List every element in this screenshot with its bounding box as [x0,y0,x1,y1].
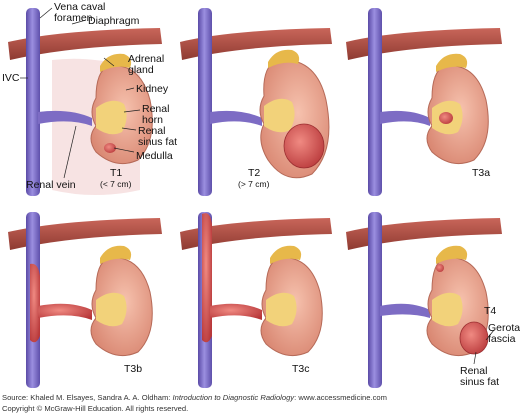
diaphragm [8,218,162,250]
label-kidney: Kidney [136,83,169,95]
renal-vein-thrombus [210,303,262,320]
stage-t1-sub: (< 7 cm) [100,179,132,189]
diaphragm [8,28,162,60]
adrenal-gland [100,53,132,72]
panel-t4: T4 Gerota fascia Renal sinus fat [346,212,520,388]
adrenal-gland [100,245,132,264]
label-renal-horn-2: horn [142,114,163,126]
renal-sinus-fat [96,100,127,135]
panel-t3b: T3b [8,212,162,388]
credit-suffix: : www.accessmedicine.com [294,393,387,402]
label-sinus-fat-b2: sinus fat [460,376,499,388]
ivc [368,8,382,196]
credit-prefix: Source: Khaled M. Elsayes, Sandra A. A. … [2,393,173,402]
source-credit: Source: Khaled M. Elsayes, Sandra A. A. … [2,392,518,414]
adrenal-gland [436,53,468,72]
adrenal-gland [268,49,300,68]
panel-t1: Vena caval foramen Diaphragm IVC Adrenal… [2,1,177,196]
stage-t4: T4 [484,305,496,317]
tumor-thrombus [202,213,212,343]
label-sinus-fat-1: Renal [138,125,165,137]
panel-t3a: T3a [346,8,502,196]
ivc [26,8,40,196]
tumor [459,321,489,355]
label-gerota-2: fascia [488,333,516,345]
renal-sinus-fat [266,292,297,327]
adrenal-gland [270,245,302,264]
label-gerota-1: Gerota [488,322,520,334]
tumor [104,143,116,153]
renal-sinus-fat [432,292,463,327]
label-renal-vein: Renal vein [26,179,76,191]
stage-t1: T1 [110,167,122,179]
credit-title: Introduction to Diagnostic Radiology [172,393,295,402]
renal-sinus-fat [264,98,295,133]
label-sinus-fat-b1: Renal [460,365,487,377]
tumor [283,123,325,169]
credit-copyright: Copyright © McGraw-Hill Education. All r… [2,404,189,413]
ivc [368,212,382,388]
stage-t3a: T3a [472,167,490,179]
renal-vein [210,110,262,126]
diaphragm [180,28,332,60]
ivc [198,8,212,196]
label-medulla: Medulla [136,150,173,162]
tumor-thrombus [30,263,40,343]
renal-vein [380,110,430,126]
label-adrenal-2: gland [128,64,154,76]
stage-t3b: T3b [124,363,142,375]
stage-t3c: T3c [292,363,310,375]
diaphragm [346,218,502,250]
label-renal-horn-1: Renal [142,103,169,115]
stage-t2-sub: (> 7 cm) [238,179,270,189]
panel-t3c: T3c [180,212,332,388]
label-vena-caval-1: Vena caval [54,1,105,13]
label-sinus-fat-2: sinus fat [138,136,177,148]
label-vena-caval-2: foramen [54,12,93,24]
diaphragm [180,218,332,250]
renal-sinus-fat [96,292,127,327]
tumor [439,112,453,124]
label-diaphragm: Diaphragm [88,15,140,27]
tumor-small [436,264,444,272]
adrenal-gland [436,245,468,264]
label-adrenal-1: Adrenal [128,53,164,65]
renal-vein-thrombus [38,303,92,320]
panel-t2: T2 (> 7 cm) [180,8,332,196]
diaphragm [346,28,502,60]
stage-t2: T2 [248,167,260,179]
renal-vein [38,110,92,126]
renal-vein [380,303,430,318]
label-ivc: IVC [2,72,20,84]
